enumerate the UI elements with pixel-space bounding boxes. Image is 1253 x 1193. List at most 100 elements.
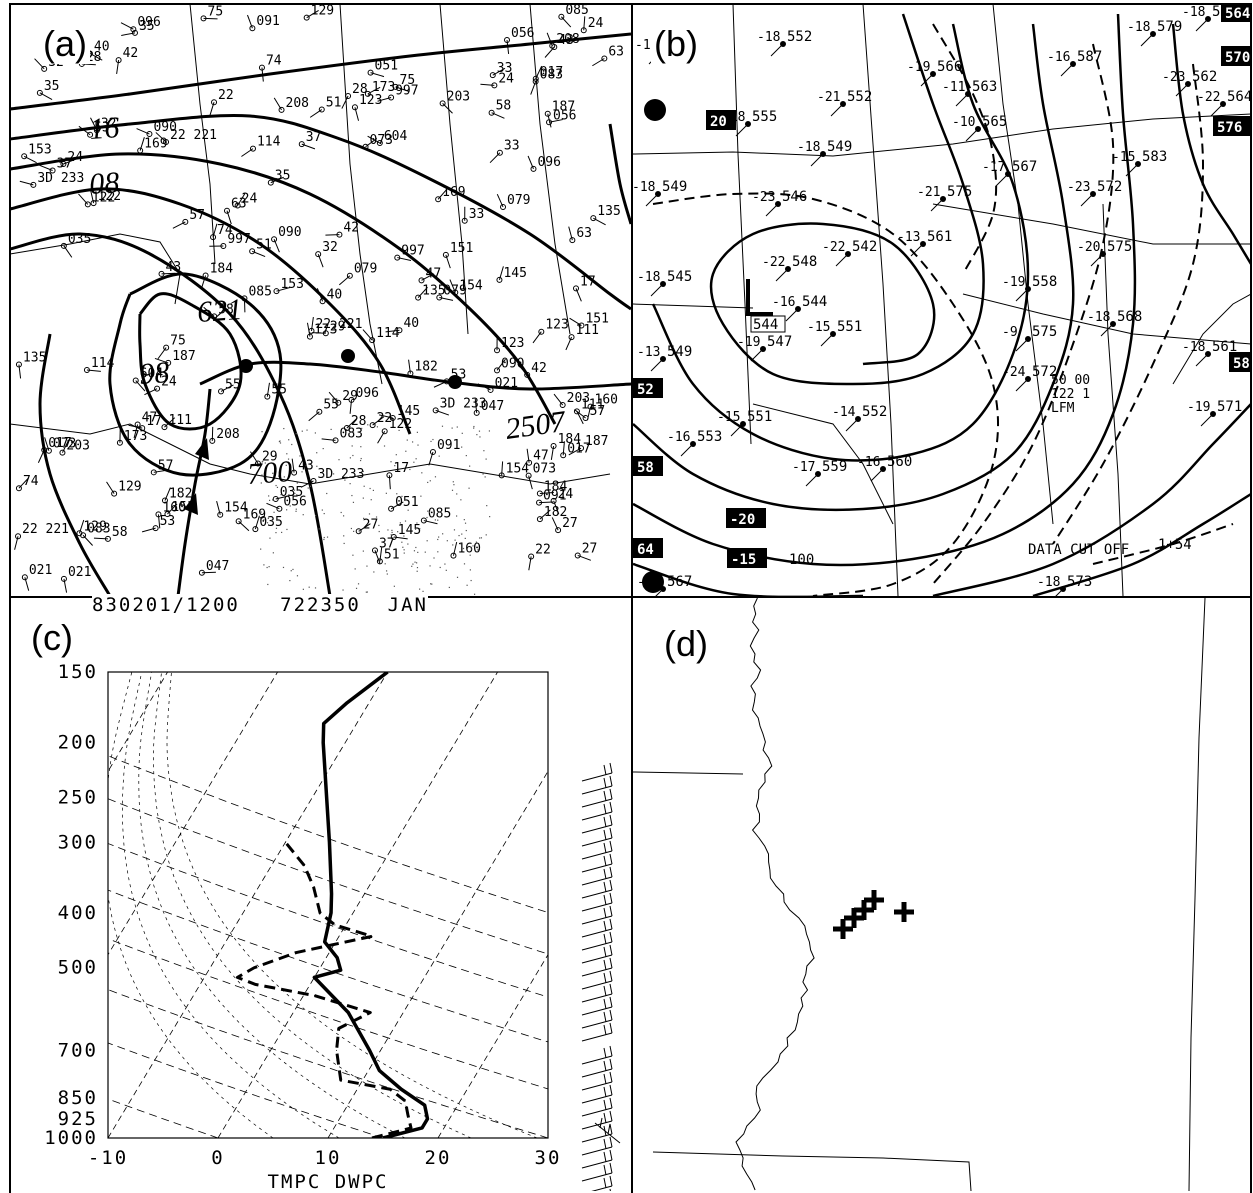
station-circle <box>436 294 443 301</box>
skewt-moist-adiabat <box>138 672 406 1138</box>
station-height: 553 <box>697 429 722 445</box>
station-label: 33 <box>469 207 485 222</box>
station-label: 073 <box>533 462 556 477</box>
noise-speckle <box>362 550 364 552</box>
station-wind-barb <box>810 153 824 167</box>
noise-speckle <box>296 482 298 484</box>
station-label: 40 <box>327 287 343 302</box>
station-wind-barb <box>551 517 559 531</box>
station-wind-barb <box>372 416 385 426</box>
isotherm-3 <box>1052 63 1205 545</box>
station-circle <box>489 72 496 79</box>
station-temp: -18 <box>1182 5 1205 20</box>
station-label: 047 <box>206 559 229 574</box>
wind-barb-flag <box>603 1151 607 1163</box>
station-wind-barb <box>1015 288 1029 302</box>
station-temp: -19 <box>907 60 930 75</box>
temperature-point <box>378 1070 380 1072</box>
station-wind-barb <box>565 336 573 351</box>
station-wind-barb <box>144 388 158 396</box>
noise-speckle <box>453 484 455 486</box>
station-label: 22 221 <box>315 317 362 332</box>
station-label: 17 <box>580 274 596 289</box>
station-label: 096 <box>537 155 560 170</box>
station-circle <box>343 425 350 432</box>
station-wind-barb <box>805 473 819 487</box>
panel-c-label: (c) <box>28 618 76 658</box>
station-label: 154 <box>506 461 530 476</box>
noise-speckle <box>273 511 275 513</box>
dewpoint-point <box>319 912 321 914</box>
station-wind-barb <box>496 358 506 371</box>
dewpoint-point <box>407 1114 409 1116</box>
station-temp: -14 <box>832 405 856 420</box>
station-label: 184 <box>210 261 234 276</box>
dewpoint-point <box>340 1079 342 1081</box>
isobar-7 <box>38 333 112 596</box>
station-label: 28 <box>351 414 367 429</box>
dewpoint-point <box>389 1088 391 1090</box>
contour-box-2 <box>727 548 767 568</box>
noise-speckle <box>323 512 325 515</box>
cold-front-symbol-1 <box>184 493 198 515</box>
noise-speckle <box>403 549 405 551</box>
station-circle <box>218 388 225 395</box>
station-temp: -22 <box>1197 90 1220 105</box>
station-circle <box>369 337 376 344</box>
station-wind-barb <box>276 286 291 292</box>
wind-barb-staff <box>581 1006 613 1016</box>
noise-speckle <box>344 479 346 481</box>
station-wind-barb <box>1195 353 1209 367</box>
station-wind-barb <box>477 383 491 391</box>
station-wind-barb <box>1200 413 1214 427</box>
wind-barb-staff <box>581 1081 613 1091</box>
station-label: 208 <box>556 32 579 47</box>
station-wind-barb <box>379 547 383 562</box>
station-circle <box>15 533 22 540</box>
noise-speckle <box>395 454 397 456</box>
station-wind-barb <box>78 519 85 534</box>
isotherm-4 <box>1092 523 1234 565</box>
station-wind-barb <box>89 53 103 61</box>
noise-speckle <box>287 458 290 460</box>
station-label: 182 <box>414 360 437 375</box>
station-wind-barb <box>437 188 448 200</box>
noise-speckle <box>283 427 285 430</box>
noise-speckle <box>314 432 316 434</box>
noise-speckle <box>268 499 271 501</box>
noise-speckle <box>359 529 361 532</box>
station-circle <box>90 200 97 207</box>
station-height: 568 <box>1117 309 1142 325</box>
wind-barb-flag <box>603 985 607 997</box>
station-label: 096 <box>356 386 379 401</box>
station-label: 153 <box>280 277 303 292</box>
station-label: 27 <box>582 541 598 556</box>
noise-speckle <box>432 438 434 441</box>
station-height: 552 <box>787 29 812 45</box>
noise-speckle <box>411 565 413 567</box>
station-wind-barb <box>241 148 254 157</box>
handwritten-label-1: 98 <box>138 356 170 391</box>
station-wind-barb <box>830 103 844 117</box>
station-circle <box>139 425 146 432</box>
station-label: 085 <box>428 507 451 522</box>
wind-barb-flag <box>603 855 607 867</box>
noise-speckle <box>438 455 440 457</box>
dewpoint-point <box>410 1127 412 1129</box>
station-height: 552 <box>862 404 887 420</box>
noise-speckle <box>429 565 431 567</box>
station-circle <box>249 145 256 152</box>
noise-speckle <box>383 445 386 447</box>
station-wind-barb <box>1090 253 1104 267</box>
station-wind-barb <box>569 317 582 326</box>
noise-speckle <box>306 429 308 431</box>
station-height: 548 <box>792 254 817 270</box>
station-wind-barb <box>1175 83 1189 97</box>
station-wind-barb <box>238 520 250 532</box>
station-circle <box>60 161 67 168</box>
station-wind-barb <box>1080 193 1094 207</box>
contour-box-label-4: 570 <box>1225 50 1250 66</box>
station-circle <box>182 218 189 225</box>
noise-speckle <box>279 440 281 442</box>
panel-d-marker-map: (d) <box>633 598 1251 1191</box>
